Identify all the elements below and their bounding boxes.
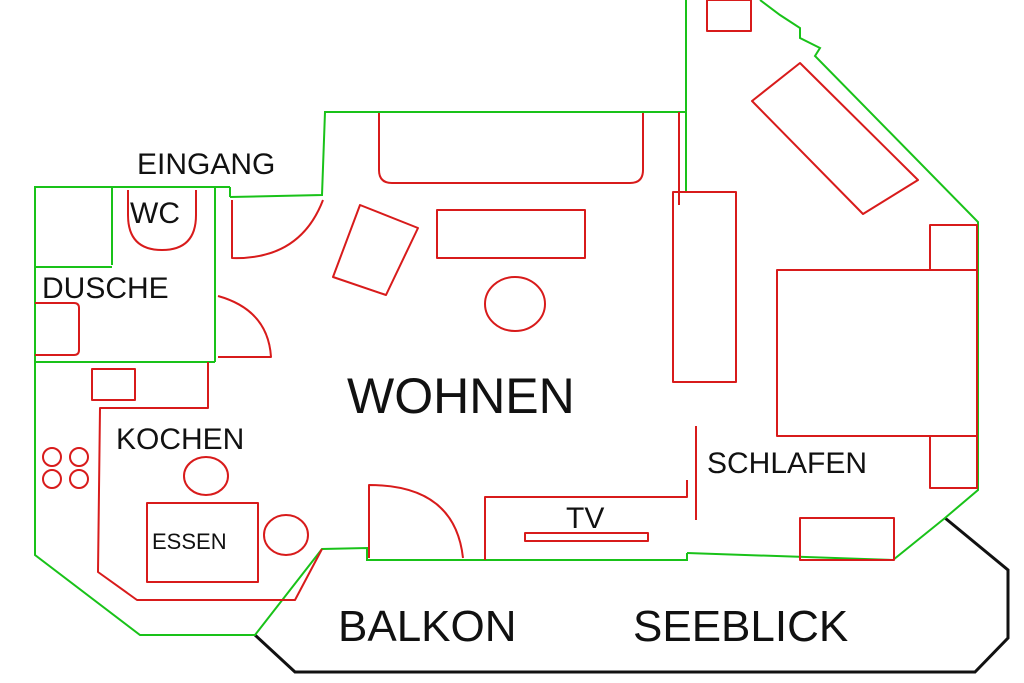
label-tv: TV <box>566 502 604 535</box>
label-balkon: BALKON <box>338 602 517 651</box>
kitchen-appliance <box>91 368 136 401</box>
balcony <box>253 516 1010 674</box>
balcony-door <box>368 484 464 559</box>
sofa <box>378 113 644 184</box>
furniture <box>35 0 978 601</box>
dining-stool <box>263 514 309 556</box>
kitchen-stool <box>183 456 229 496</box>
kitchen-counter <box>97 362 323 601</box>
desk <box>751 62 919 215</box>
wardrobe <box>672 191 737 383</box>
chest <box>706 0 752 32</box>
exterior-wall <box>229 0 687 198</box>
armchair <box>332 204 419 296</box>
nightstand-bottom <box>929 435 978 489</box>
dining-table <box>146 502 259 583</box>
label-essen: ESSEN <box>152 529 227 554</box>
label-dusche: DUSCHE <box>42 272 169 305</box>
exterior-wall-bedroom <box>686 0 979 562</box>
label-wc: WC <box>130 197 180 230</box>
label-seeblick: SEEBLICK <box>633 602 848 651</box>
dresser <box>799 517 895 561</box>
round-table <box>484 276 546 332</box>
nightstand-top <box>929 224 978 271</box>
entrance-door <box>231 199 324 260</box>
label-eingang: EINGANG <box>137 148 275 181</box>
stove-burner <box>69 469 89 489</box>
balcony-outline <box>253 516 1010 674</box>
label-wohnen: WOHNEN <box>347 368 575 424</box>
tv <box>524 532 649 542</box>
shower-tray <box>35 302 80 356</box>
label-kochen: KOCHEN <box>116 423 244 456</box>
stove-burner <box>42 469 62 489</box>
stove-burner <box>69 447 89 467</box>
tv-unit <box>484 480 688 560</box>
room-labels: EINGANG WC DUSCHE WOHNEN KOCHEN ESSEN TV… <box>42 148 867 651</box>
bed <box>776 269 978 437</box>
coffee-table <box>436 209 586 259</box>
stove-burner <box>42 447 62 467</box>
bathroom-door <box>217 295 272 358</box>
label-schlafen: SCHLAFEN <box>707 447 867 480</box>
wc-toilet <box>127 190 197 251</box>
